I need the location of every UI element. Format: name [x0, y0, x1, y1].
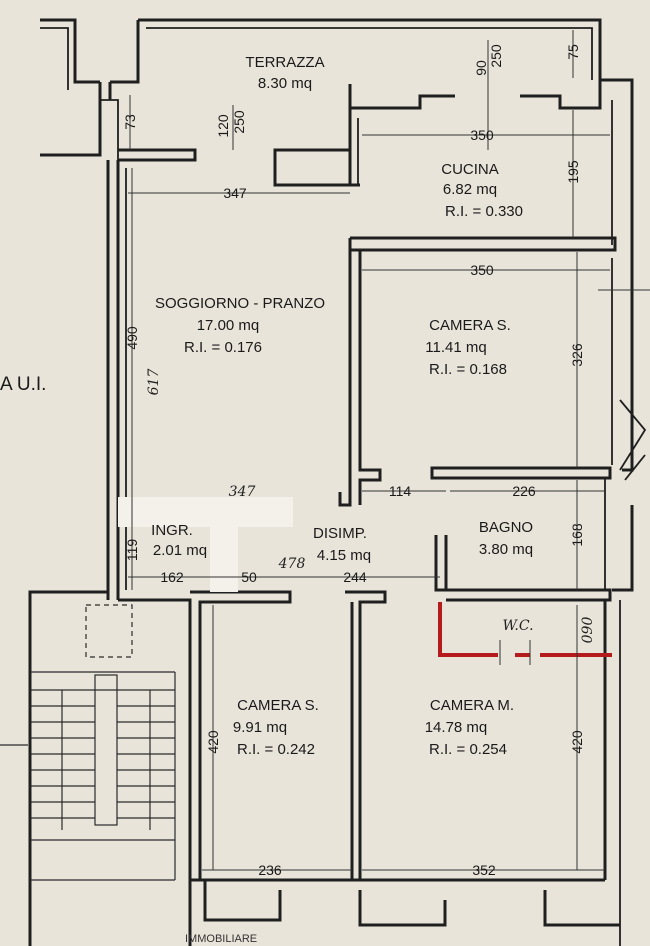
footer-watermark: IMMOBILIARE [185, 933, 257, 945]
dim-168: 168 [569, 523, 585, 547]
dimension-labels: 90 250 75 73 120 250 350 195 347 350 490… [122, 44, 585, 878]
wall-stair-right [118, 598, 192, 946]
wall-top-left-inner [40, 27, 69, 90]
window-bay-right-2 [624, 454, 646, 481]
dim-236: 236 [258, 862, 282, 878]
wall-bed-s-top [190, 590, 292, 880]
wall-stair-left [28, 590, 108, 946]
bagno-area: 3.80 mq [479, 541, 533, 558]
hand-wc: W.C. [502, 618, 533, 634]
wall-terrace-top [138, 18, 602, 80]
stair-core [94, 674, 118, 826]
staircase [0, 604, 176, 881]
correction-patch-vertical [210, 510, 238, 592]
wall-window-sill-1 [203, 880, 282, 922]
dim-244: 244 [343, 569, 367, 585]
side-label-ui: A U.I. [0, 374, 46, 395]
camera-s-top-ri: R.I. = 0.168 [429, 361, 507, 378]
ingr-name: INGR. [151, 522, 193, 539]
dim-420a: 420 [205, 730, 221, 754]
dim-350b: 350 [470, 262, 494, 278]
wall-front-left [40, 82, 102, 157]
wall-living-top-left [118, 148, 197, 162]
cucina-name: CUCINA [441, 161, 499, 178]
stair-bottom [30, 672, 176, 881]
hand-347: 347 [229, 484, 256, 500]
dim-162: 162 [160, 569, 184, 585]
wall-top-left-neighbor [40, 18, 100, 84]
dim-119: 119 [124, 539, 140, 562]
ingr-area: 2.01 mq [153, 542, 207, 559]
wall-kitchen-top-left [348, 84, 455, 110]
walls [28, 18, 647, 946]
wall-window-sill-3 [543, 890, 620, 927]
bagno-name: BAGNO [479, 519, 533, 536]
wall-bedrooms-partition [345, 590, 387, 880]
dim-326: 326 [569, 343, 585, 367]
dim-347: 347 [223, 185, 247, 201]
dim-250b: 250 [231, 110, 247, 134]
wc-door-marks [499, 640, 531, 665]
wall-window-sill-2 [358, 890, 447, 927]
room-labels: TERRAZZA 8.30 mq CUCINA 6.82 mq R.I. = 0… [151, 54, 533, 758]
soggiorno-name: SOGGIORNO - PRANZO [155, 295, 325, 312]
dim-90: 90 [473, 60, 489, 76]
wall-bath-bottom [446, 588, 612, 602]
terrazza-area: 8.30 mq [258, 75, 312, 92]
dim-50: 50 [241, 569, 257, 585]
cucina-area: 6.82 mq [443, 181, 497, 198]
dimension-lines [128, 30, 650, 871]
handwritten-notes: 617 347 478 W.C. 090 [146, 369, 596, 644]
hand-617: 617 [146, 369, 162, 396]
wall-kitchen-top-right [520, 78, 634, 265]
dim-73: 73 [122, 114, 138, 130]
dim-250a: 250 [488, 44, 504, 68]
camera-s-bottom-name: CAMERA S. [237, 697, 319, 714]
camera-s-bottom-area: 9.91 mq [233, 719, 287, 736]
terrazza-name: TERRAZZA [245, 54, 324, 71]
stair-landing [85, 604, 133, 658]
wall-right-bath [612, 505, 634, 592]
wall-bath-left [434, 535, 448, 592]
dim-420b: 420 [569, 730, 585, 754]
camera-m-area: 14.78 mq [425, 719, 488, 736]
wall-bedroom-bath [430, 466, 612, 480]
disimp-name: DISIMP. [313, 525, 367, 542]
camera-s-top-name: CAMERA S. [429, 317, 511, 334]
camera-s-top-area: 11.41 mq [425, 339, 486, 356]
soggiorno-ri: R.I. = 0.176 [184, 339, 262, 356]
camera-m-name: CAMERA M. [430, 697, 514, 714]
dim-195: 195 [565, 160, 581, 184]
cucina-ri: R.I. = 0.330 [445, 203, 523, 220]
correction-patch [118, 497, 293, 527]
dim-226: 226 [512, 483, 536, 499]
camera-m-ri: R.I. = 0.254 [429, 741, 507, 758]
dim-120: 120 [215, 114, 231, 138]
hand-478: 478 [278, 556, 306, 572]
soggiorno-area: 17.00 mq [197, 317, 260, 334]
dim-350a: 350 [470, 127, 494, 143]
disimp-area: 4.15 mq [317, 547, 371, 564]
wall-living-bedroom [338, 238, 352, 507]
hand-090: 090 [580, 617, 596, 644]
wall-pillar-left [100, 99, 119, 160]
wall-kitchen-bedroom [350, 236, 617, 252]
camera-s-bottom-ri: R.I. = 0.242 [237, 741, 315, 758]
stair-stringers [61, 690, 151, 830]
wall-terrace-top-inner [146, 27, 593, 80]
wall-living-top-right [273, 148, 352, 187]
new-wc-wall [438, 602, 612, 657]
wall-terrace-left [110, 20, 140, 84]
dim-114: 114 [389, 483, 412, 499]
dim-490: 490 [124, 326, 140, 350]
dim-352: 352 [472, 862, 496, 878]
dim-75: 75 [565, 44, 581, 60]
window-bay-right [619, 399, 647, 471]
wall-living-bedroom-inner [358, 250, 382, 505]
